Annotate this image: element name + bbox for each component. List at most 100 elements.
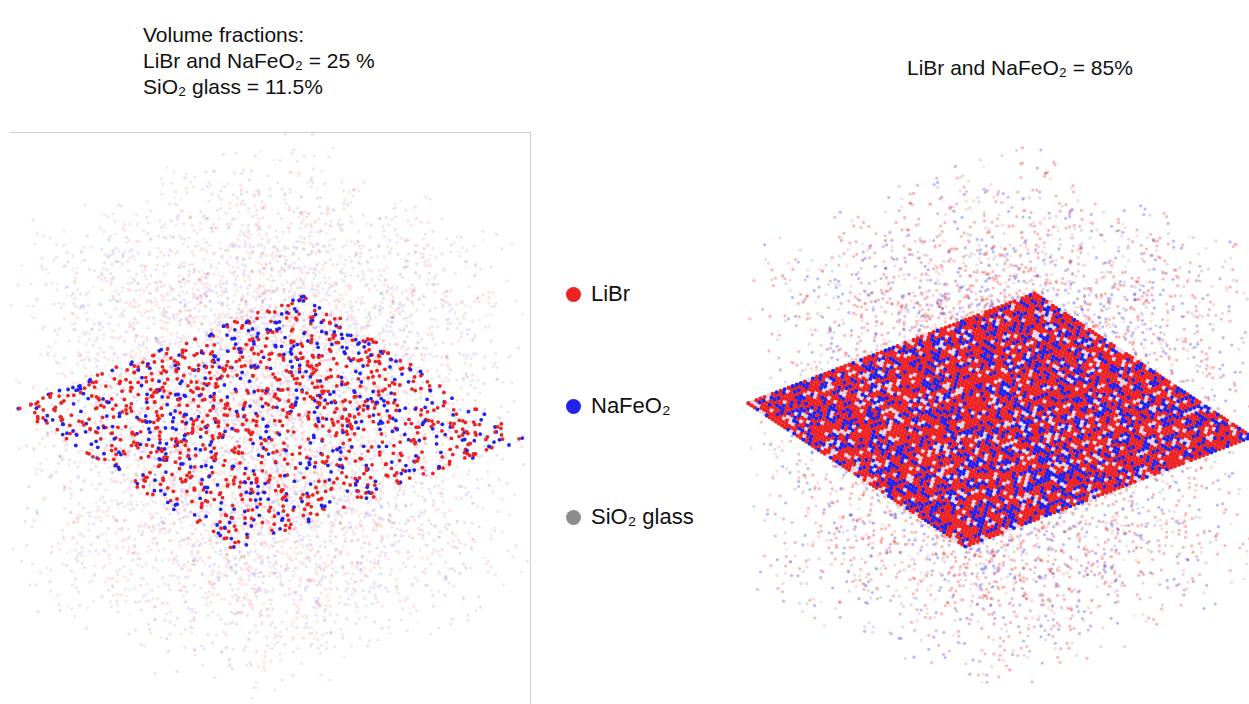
particle-dot xyxy=(375,448,378,451)
particle-dot xyxy=(374,594,377,597)
particle-dot xyxy=(185,292,188,295)
particle-dot xyxy=(350,404,353,407)
particle-dot xyxy=(415,217,418,220)
particle-dot xyxy=(298,512,301,515)
particle-dot xyxy=(267,590,270,593)
particle-dot xyxy=(228,622,231,625)
particle-dot xyxy=(402,492,405,495)
particle-dot xyxy=(392,288,395,291)
particle-dot xyxy=(172,561,175,564)
particle-dot xyxy=(66,408,69,411)
particle-dot xyxy=(313,348,316,351)
particle-dot xyxy=(296,552,299,555)
particle-dot xyxy=(235,312,238,315)
particle-dot xyxy=(397,509,400,512)
particle-dot xyxy=(85,627,88,630)
particle-dot xyxy=(267,306,270,309)
particle-dot xyxy=(50,545,53,548)
particle-dot xyxy=(358,244,361,247)
particle-dot xyxy=(254,529,257,532)
particle-dot xyxy=(149,359,152,362)
particle-dot xyxy=(152,316,155,319)
particle-dot xyxy=(355,464,358,467)
particle-dot xyxy=(147,623,150,626)
particle-dot xyxy=(169,610,172,613)
particle-dot xyxy=(183,505,186,508)
particle-dot xyxy=(426,263,429,266)
particle-dot xyxy=(430,317,433,320)
particle-dot xyxy=(477,595,480,598)
particle-dot xyxy=(144,600,147,603)
particle-dot xyxy=(128,222,131,225)
particle-dot xyxy=(127,287,130,290)
particle-dot xyxy=(312,606,315,609)
particle-dot xyxy=(388,504,391,507)
particle-dot xyxy=(126,466,129,469)
particle-dot xyxy=(215,329,218,332)
particle-dot xyxy=(180,237,183,240)
particle-dot xyxy=(268,546,271,549)
particle-dot xyxy=(404,209,407,212)
particle-dot xyxy=(80,514,83,517)
particle-dot xyxy=(194,245,197,248)
particle-dot xyxy=(407,253,410,256)
particle-dot xyxy=(427,369,430,372)
particle-dot xyxy=(83,405,86,408)
particle-dot xyxy=(151,406,154,409)
particle-dot xyxy=(353,452,356,455)
particle-dot xyxy=(303,237,306,240)
particle-dot xyxy=(301,312,304,315)
particle-dot xyxy=(366,535,369,538)
particle-dot xyxy=(408,408,411,411)
particle-dot xyxy=(36,468,39,471)
particle-dot xyxy=(274,561,277,564)
particle-dot xyxy=(332,248,335,251)
particle-dot xyxy=(102,351,105,354)
particle-dot xyxy=(333,289,336,292)
particle-dot xyxy=(224,212,227,215)
particle-dot xyxy=(486,470,489,473)
particle-dot xyxy=(232,396,235,399)
particle-dot xyxy=(71,268,74,271)
particle-dot xyxy=(487,570,490,573)
particle-dot xyxy=(441,487,444,490)
particle-dot xyxy=(214,551,217,554)
particle-dot xyxy=(163,223,166,226)
particle-dot xyxy=(458,409,461,412)
particle-dot xyxy=(88,550,91,553)
particle-dot xyxy=(417,298,420,301)
particle-dot xyxy=(78,336,81,339)
particle-dot xyxy=(217,301,220,304)
particle-dot xyxy=(134,601,137,604)
particle-dot xyxy=(460,236,463,239)
particle-dot xyxy=(337,223,340,226)
particle-dot xyxy=(355,610,358,613)
particle-dot xyxy=(348,255,351,258)
particle-dot xyxy=(301,325,304,328)
particle-dot xyxy=(362,278,365,281)
particle-dot xyxy=(364,309,367,312)
particle-dot xyxy=(269,660,272,663)
particle-dot xyxy=(233,217,236,220)
particle-dot xyxy=(203,237,206,240)
particle-dot xyxy=(109,253,112,256)
particle-dot xyxy=(307,181,310,184)
particle-dot xyxy=(289,222,292,225)
particle-dot xyxy=(128,613,131,616)
particle-dot xyxy=(178,344,181,347)
particle-dot xyxy=(217,440,220,443)
particle-dot xyxy=(96,337,99,340)
particle-dot xyxy=(413,433,416,436)
particle-dot xyxy=(400,618,403,621)
particle-dot xyxy=(402,318,405,321)
particle-dot xyxy=(160,471,163,474)
particle-dot xyxy=(304,589,307,592)
particle-dot xyxy=(270,286,273,289)
particle-dot xyxy=(135,213,138,216)
particle-dot xyxy=(268,574,271,577)
particle-dot xyxy=(364,616,367,619)
particle-dot xyxy=(262,334,265,337)
particle-dot xyxy=(101,533,104,536)
particle-dot xyxy=(103,213,106,216)
particle-dot xyxy=(176,336,179,339)
